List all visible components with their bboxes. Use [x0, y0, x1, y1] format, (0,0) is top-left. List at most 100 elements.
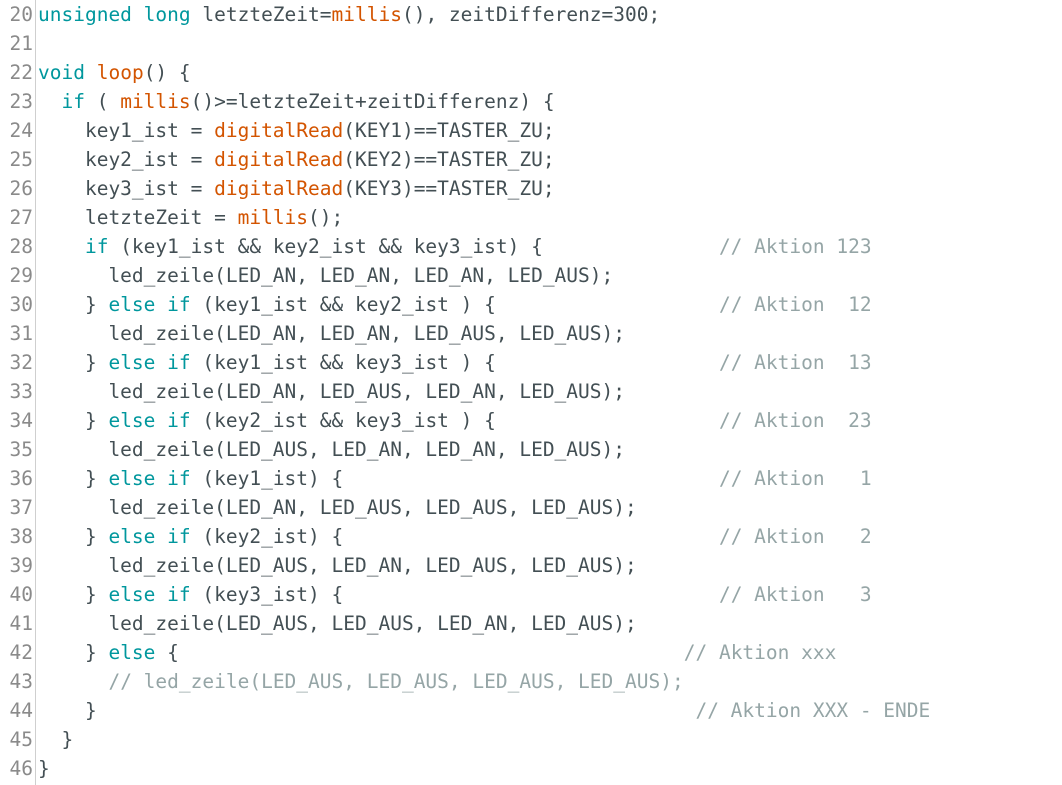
line-number: 41 [9, 612, 33, 635]
line-number-gutter [0, 0, 36, 785]
keyword-token: else if [108, 467, 191, 490]
code-line[interactable]: 32 } else if (key1_ist && key3_ist ) { /… [0, 348, 1062, 377]
text-token: led_zeile(LED_AN, LED_AN, LED_AN, LED_AU… [38, 264, 614, 287]
line-number: 25 [9, 148, 33, 171]
code-text: void loop() { [38, 58, 191, 87]
text-token: led_zeile(LED_AUS, LED_AN, LED_AN, LED_A… [38, 438, 625, 461]
code-line[interactable]: 45 } [0, 725, 1062, 754]
text-token: led_zeile(LED_AN, LED_AUS, LED_AUS, LED_… [38, 496, 637, 519]
text-token: (KEY2)==TASTER_ZU; [343, 148, 555, 171]
code-text: } else if (key1_ist && key3_ist ) { // A… [38, 348, 872, 377]
text-token: key1_ist = [38, 119, 215, 142]
comment-token: // Aktion 123 [718, 235, 872, 258]
code-text: } else if (key1_ist && key2_ist ) { // A… [38, 290, 872, 319]
comment-token: // Aktion 13 [718, 351, 872, 374]
line-number: 26 [9, 177, 33, 200]
line-number: 33 [9, 380, 33, 403]
code-line[interactable]: 38 } else if (key2_ist) { // Aktion 2 [0, 522, 1062, 551]
code-line[interactable]: 46} [0, 754, 1062, 783]
code-line[interactable]: 42 } else { // Aktion xxx [0, 638, 1062, 667]
comment-token: // Aktion xxx [683, 641, 837, 664]
comment-token: // Aktion XXX - ENDE [695, 699, 931, 722]
text-token: } [38, 728, 74, 751]
text-token: (); [308, 206, 344, 229]
code-line[interactable]: 31 led_zeile(LED_AN, LED_AN, LED_AUS, LE… [0, 319, 1062, 348]
code-text: } [38, 725, 73, 754]
text-token: (), zeitDifferenz=300; [401, 3, 661, 26]
code-text: } else if (key2_ist) { // Aktion 2 [38, 522, 872, 551]
code-line[interactable]: 30 } else if (key1_ist && key2_ist ) { /… [0, 290, 1062, 319]
code-line[interactable]: 37 led_zeile(LED_AN, LED_AUS, LED_AUS, L… [0, 493, 1062, 522]
code-line[interactable]: 29 led_zeile(LED_AN, LED_AN, LED_AN, LED… [0, 261, 1062, 290]
code-text: led_zeile(LED_AUS, LED_AN, LED_AN, LED_A… [38, 435, 625, 464]
text-token: (key1_ist && key2_ist && key3_ist) { [108, 235, 719, 258]
code-line[interactable]: 44 } // Aktion XXX - ENDE [0, 696, 1062, 725]
function-token: digitalRead [214, 148, 344, 171]
function-token: digitalRead [214, 119, 344, 142]
text-token: (KEY1)==TASTER_ZU; [343, 119, 555, 142]
code-text: led_zeile(LED_AUS, LED_AUS, LED_AN, LED_… [38, 609, 637, 638]
line-number: 34 [9, 409, 33, 432]
code-line[interactable]: 27 letzteZeit = millis(); [0, 203, 1062, 232]
code-text: led_zeile(LED_AN, LED_AUS, LED_AN, LED_A… [38, 377, 625, 406]
code-text: // led_zeile(LED_AUS, LED_AUS, LED_AUS, … [38, 667, 684, 696]
text-token: (KEY3)==TASTER_ZU; [343, 177, 555, 200]
keyword-token: else [108, 641, 156, 664]
text-token: led_zeile(LED_AUS, LED_AUS, LED_AN, LED_… [38, 612, 637, 635]
line-number: 44 [9, 699, 33, 722]
line-number: 21 [9, 32, 33, 55]
comment-token: // Aktion 2 [718, 525, 872, 548]
code-line[interactable]: 26 key3_ist = digitalRead(KEY3)==TASTER_… [0, 174, 1062, 203]
text-token: } [38, 293, 109, 316]
text-token: (key1_ist && key2_ist ) { [190, 293, 719, 316]
code-line[interactable]: 28 if (key1_ist && key2_ist && key3_ist)… [0, 232, 1062, 261]
comment-token: // Aktion 23 [718, 409, 872, 432]
code-text: led_zeile(LED_AN, LED_AN, LED_AN, LED_AU… [38, 261, 613, 290]
keyword-token: if [84, 235, 109, 258]
line-number: 23 [9, 90, 33, 113]
keyword-token: void [38, 61, 85, 84]
keyword-token: else if [108, 583, 191, 606]
line-number: 36 [9, 467, 33, 490]
code-line[interactable]: 41 led_zeile(LED_AUS, LED_AUS, LED_AN, L… [0, 609, 1062, 638]
keyword-token: unsigned long [38, 3, 191, 26]
code-line[interactable]: 34 } else if (key2_ist && key3_ist ) { /… [0, 406, 1062, 435]
text-token: } [38, 525, 109, 548]
function-token: digitalRead [214, 177, 344, 200]
code-line[interactable]: 21 [0, 29, 1062, 58]
code-text: led_zeile(LED_AN, LED_AUS, LED_AUS, LED_… [38, 493, 637, 522]
text-token: } [38, 583, 109, 606]
code-line[interactable]: 25 key2_ist = digitalRead(KEY2)==TASTER_… [0, 145, 1062, 174]
code-line[interactable]: 33 led_zeile(LED_AN, LED_AUS, LED_AN, LE… [0, 377, 1062, 406]
function-token: loop [96, 61, 144, 84]
function-token: millis [237, 206, 309, 229]
code-line[interactable]: 43 // led_zeile(LED_AUS, LED_AUS, LED_AU… [0, 667, 1062, 696]
code-line[interactable]: 36 } else if (key1_ist) { // Aktion 1 [0, 464, 1062, 493]
code-line[interactable]: 24 key1_ist = digitalRead(KEY1)==TASTER_… [0, 116, 1062, 145]
code-line[interactable]: 39 led_zeile(LED_AUS, LED_AN, LED_AUS, L… [0, 551, 1062, 580]
text-token: key3_ist = [38, 177, 215, 200]
text-token: } [38, 699, 696, 722]
code-text: key2_ist = digitalRead(KEY2)==TASTER_ZU; [38, 145, 555, 174]
text-token: led_zeile(LED_AN, LED_AUS, LED_AN, LED_A… [38, 380, 625, 403]
line-number: 29 [9, 264, 33, 287]
line-number: 45 [9, 728, 33, 751]
comment-token: // led_zeile(LED_AUS, LED_AUS, LED_AUS, … [108, 670, 684, 693]
code-text: unsigned long letzteZeit=millis(), zeitD… [38, 0, 660, 29]
code-text: } else { // Aktion xxx [38, 638, 836, 667]
code-line[interactable]: 23 if ( millis()>=letzteZeit+zeitDiffere… [0, 87, 1062, 116]
line-number: 35 [9, 438, 33, 461]
text-token: led_zeile(LED_AUS, LED_AN, LED_AUS, LED_… [38, 554, 637, 577]
line-number: 31 [9, 322, 33, 345]
text-token: letzteZeit = [38, 206, 238, 229]
code-line[interactable]: 40 } else if (key3_ist) { // Aktion 3 [0, 580, 1062, 609]
comment-token: // Aktion 1 [718, 467, 872, 490]
code-line[interactable]: 35 led_zeile(LED_AUS, LED_AN, LED_AN, LE… [0, 435, 1062, 464]
line-number: 24 [9, 119, 33, 142]
code-text: } // Aktion XXX - ENDE [38, 696, 930, 725]
code-text: key1_ist = digitalRead(KEY1)==TASTER_ZU; [38, 116, 555, 145]
text-token: ()>=letzteZeit+zeitDifferenz) { [190, 90, 555, 113]
